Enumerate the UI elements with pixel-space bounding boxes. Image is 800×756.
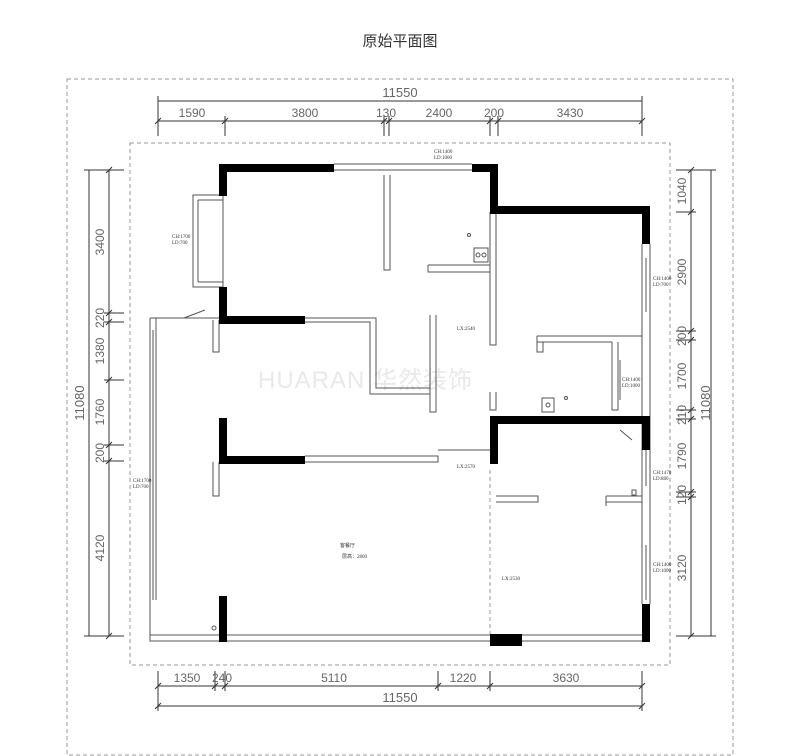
beam-label-2: LX:2570 (457, 465, 476, 470)
top-dim-5: 200 (484, 106, 504, 120)
window-right2-height: CH:1400 (622, 378, 641, 383)
top-dim-6: 3430 (557, 106, 584, 120)
right-dim-2: 2900 (675, 258, 689, 285)
window-right2-ld: LD:1000 (622, 384, 641, 389)
top-dim-4: 2400 (426, 106, 453, 120)
bottom-dim-4: 1220 (450, 671, 477, 685)
bottom-total-dim: 11550 (382, 690, 417, 705)
thin-walls (149, 163, 651, 642)
right-dim-8: 3120 (675, 554, 689, 581)
left-dim-6: 4120 (93, 534, 107, 561)
left-dimension-line (84, 166, 124, 640)
window-top-ld: LD:1000 (434, 156, 453, 161)
window-lower-left-ld: LD:700 (133, 485, 149, 490)
right-dim-4: 1700 (675, 362, 689, 389)
top-dim-3: 130 (376, 106, 396, 120)
top-total-dim: 11550 (382, 85, 417, 100)
page-title: 原始平面图 (362, 32, 438, 50)
window-right1-height: CH:1400 (653, 277, 672, 282)
window-top-height: CH:1400 (434, 150, 453, 155)
top-dim-2: 3800 (292, 106, 319, 120)
left-dim-2: 220 (93, 308, 107, 328)
left-dim-4: 1760 (93, 398, 107, 425)
left-total-dim: 11080 (72, 385, 87, 420)
beam-label-3: LX:2530 (502, 577, 521, 582)
window-right3-height: CH:1470 (653, 471, 672, 476)
right-dim-6: 1790 (675, 442, 689, 469)
window-right4-ld: LD:1000 (653, 569, 672, 574)
watermark: HUARAN 华然装饰 (258, 367, 473, 394)
left-dim-1: 3400 (93, 228, 107, 255)
left-dim-3: 1380 (93, 337, 107, 364)
inner-frame (129, 142, 671, 666)
outer-frame (66, 78, 734, 756)
bottom-dimension-line (154, 671, 646, 711)
right-dim-7: 120 (675, 485, 689, 505)
right-dim-3: 200 (675, 326, 689, 346)
kitchen-fixtures (211, 233, 637, 631)
top-dim-1: 1590 (179, 106, 206, 120)
window-left-ld: LD:700 (172, 241, 188, 246)
window-right1-ld: LD:700 (653, 283, 669, 288)
right-dim-5: 210 (675, 405, 689, 425)
bottom-dim-3: 5110 (321, 671, 347, 685)
left-dim-5: 200 (93, 443, 107, 463)
right-dim-1: 1040 (675, 177, 689, 204)
bottom-dim-5: 3630 (553, 671, 580, 685)
structural-walls (219, 164, 650, 646)
right-dimension-line (676, 166, 716, 640)
bottom-dim-2: 240 (212, 671, 232, 685)
window-left-height: CH:1700 (172, 235, 191, 240)
right-total-dim: 11080 (698, 385, 713, 420)
ceiling-height-label: 层高：2800 (342, 553, 368, 560)
window-lower-left-height: CH:1700 (133, 479, 152, 484)
beam-label-1: LX:2540 (457, 327, 476, 332)
bottom-dim-1: 1350 (174, 671, 201, 685)
window-right3-ld: LD:880 (653, 477, 669, 482)
window-right4-height: CH:1400 (653, 563, 672, 568)
top-dimension-line (154, 96, 646, 136)
living-room-label: 客餐厅 (340, 542, 355, 549)
